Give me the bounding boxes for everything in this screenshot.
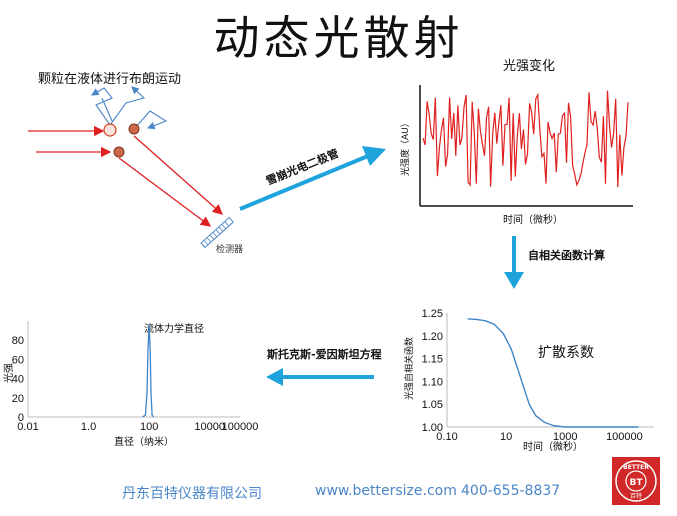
brownian-motion-label: 颗粒在液体进行布朗运动 bbox=[38, 72, 182, 87]
acf-y-tick: 1.10 bbox=[422, 376, 443, 388]
psd-y-tick: 20 bbox=[12, 393, 24, 405]
psd-x-tick: 0.01 bbox=[17, 421, 38, 433]
stokes-einstein-label: 斯托克斯-爱因斯坦方程 bbox=[267, 348, 382, 361]
hydrodynamic-diameter-label: 流体力学直径 bbox=[144, 324, 204, 335]
particle-1 bbox=[103, 123, 117, 137]
psd-y-tick: 80 bbox=[12, 335, 24, 347]
page-title: 动态光散射 bbox=[213, 11, 464, 65]
acf-y-tick: 1.00 bbox=[422, 422, 443, 434]
acf-curve bbox=[467, 318, 639, 428]
arrow-to-signal bbox=[239, 146, 386, 211]
detector-icon bbox=[200, 216, 234, 249]
diffusion-coefficient-label: 扩散系数 bbox=[538, 345, 594, 361]
logo-inner-text: BT bbox=[630, 478, 644, 488]
company-logo: BT BETTER 百特 bbox=[612, 457, 660, 505]
acf-y-tick: 1.05 bbox=[422, 399, 443, 411]
acf-x-tick: 10 bbox=[500, 431, 512, 443]
logo-bottom-text: 百特 bbox=[630, 492, 642, 500]
autocorrelation-chart: 1.00 1.05 1.10 1.15 1.20 1.25 0.10 10 1000 10000… bbox=[422, 308, 654, 443]
brownian-paths bbox=[91, 86, 168, 130]
intensity-title: 光强变化 bbox=[503, 59, 556, 74]
acf-x-tick: 1000 bbox=[553, 431, 577, 443]
footer-website[interactable]: www.bettersize.com bbox=[315, 483, 457, 499]
particles bbox=[103, 123, 140, 158]
logo-text: BETTER bbox=[623, 464, 649, 471]
footer-phone: 400-655-8837 bbox=[461, 483, 561, 499]
acf-y-tick: 1.20 bbox=[422, 331, 443, 343]
intensity-y-label: 光强度（AU） bbox=[399, 118, 411, 176]
acf-y-label: 光强自相关函数 bbox=[403, 337, 415, 400]
psd-x-label: 直径（纳米） bbox=[114, 435, 174, 448]
particle-3 bbox=[113, 146, 125, 158]
footer-company: 丹东百特仪器有限公司 bbox=[122, 486, 262, 502]
psd-y-tick: 0 bbox=[18, 412, 24, 424]
laser-beams bbox=[28, 125, 223, 227]
psd-x-tick: 100 bbox=[140, 421, 158, 433]
intensity-signal-line bbox=[422, 90, 629, 188]
psd-y-tick: 40 bbox=[12, 374, 24, 386]
acf-y-tick: 1.25 bbox=[422, 308, 443, 320]
acf-x-tick: 0.10 bbox=[436, 431, 457, 443]
detector-label: 检测器 bbox=[216, 245, 244, 255]
autocorr-step-label: 自相关函数计算 bbox=[528, 249, 605, 262]
acf-x-tick: 100000 bbox=[606, 431, 643, 443]
particle-2 bbox=[128, 123, 140, 135]
arrow-left-stokes bbox=[266, 368, 374, 386]
psd-x-tick: 10000 bbox=[194, 421, 225, 433]
psd-peak-line bbox=[142, 324, 155, 418]
arrow-down-autocorr bbox=[504, 236, 524, 289]
intensity-chart bbox=[419, 85, 633, 207]
psd-x-tick: 1.0 bbox=[81, 421, 96, 433]
acf-x-label: 时间（微秒） bbox=[523, 440, 583, 453]
psd-y-tick: 60 bbox=[12, 354, 24, 366]
intensity-x-label: 时间（微秒） bbox=[503, 213, 563, 226]
psd-y-label: 光强 bbox=[2, 363, 15, 383]
psd-x-tick: 100000 bbox=[222, 421, 259, 433]
acf-y-tick: 1.15 bbox=[422, 354, 443, 366]
